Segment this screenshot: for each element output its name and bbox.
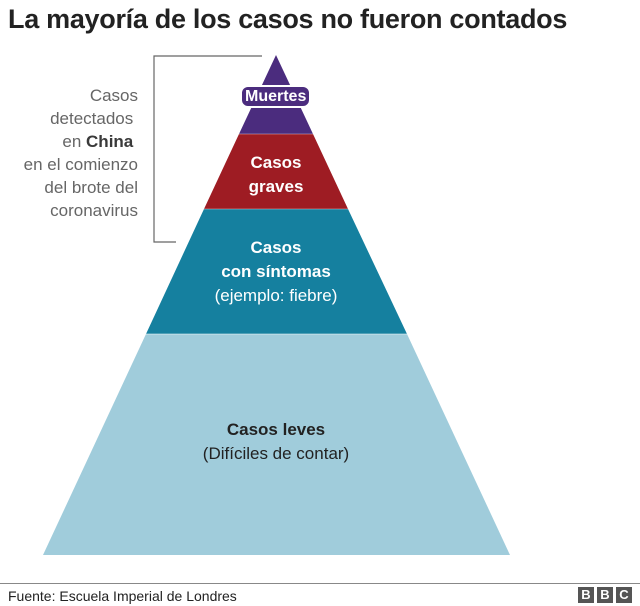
footer-divider — [0, 583, 640, 584]
side-note-china: China — [86, 132, 134, 151]
level-leves-shape — [43, 334, 510, 555]
level-leves-label: Casos leves (Difíciles de contar) — [202, 420, 350, 463]
level-graves-shape — [204, 134, 348, 209]
level-sintomas-shape — [146, 209, 407, 334]
source-text: Fuente: Escuela Imperial de Londres — [8, 588, 237, 604]
level-graves-label: Casos graves — [248, 153, 304, 196]
side-note: Casos detectados en China en el comienzo… — [23, 86, 138, 220]
bbc-logo: B B C — [578, 587, 632, 603]
level-sintomas-label: Casos con síntomas (ejemplo: fiebre) — [214, 238, 338, 305]
level-muertes-label: Muertes — [240, 85, 312, 108]
bracket-line — [153, 55, 262, 243]
chart-title: La mayoría de los casos no fueron contad… — [8, 4, 568, 34]
